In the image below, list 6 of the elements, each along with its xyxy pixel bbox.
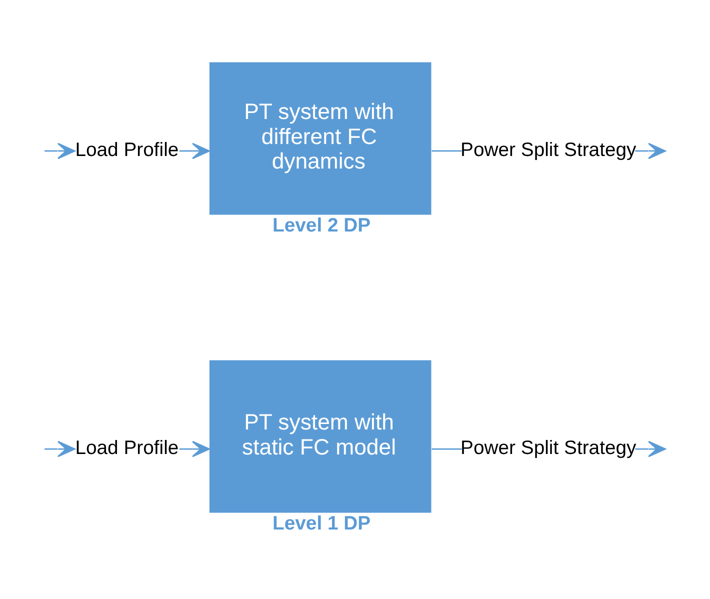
node-label: Level 2 DP [272, 214, 371, 236]
node-text: Load Profile [75, 436, 179, 459]
node-text: Power Split Strategy [460, 436, 636, 459]
node-label: Level 1 DP [272, 512, 371, 534]
node-text: Power Split Strategy [460, 138, 636, 161]
node-text: Load Profile [75, 138, 179, 161]
